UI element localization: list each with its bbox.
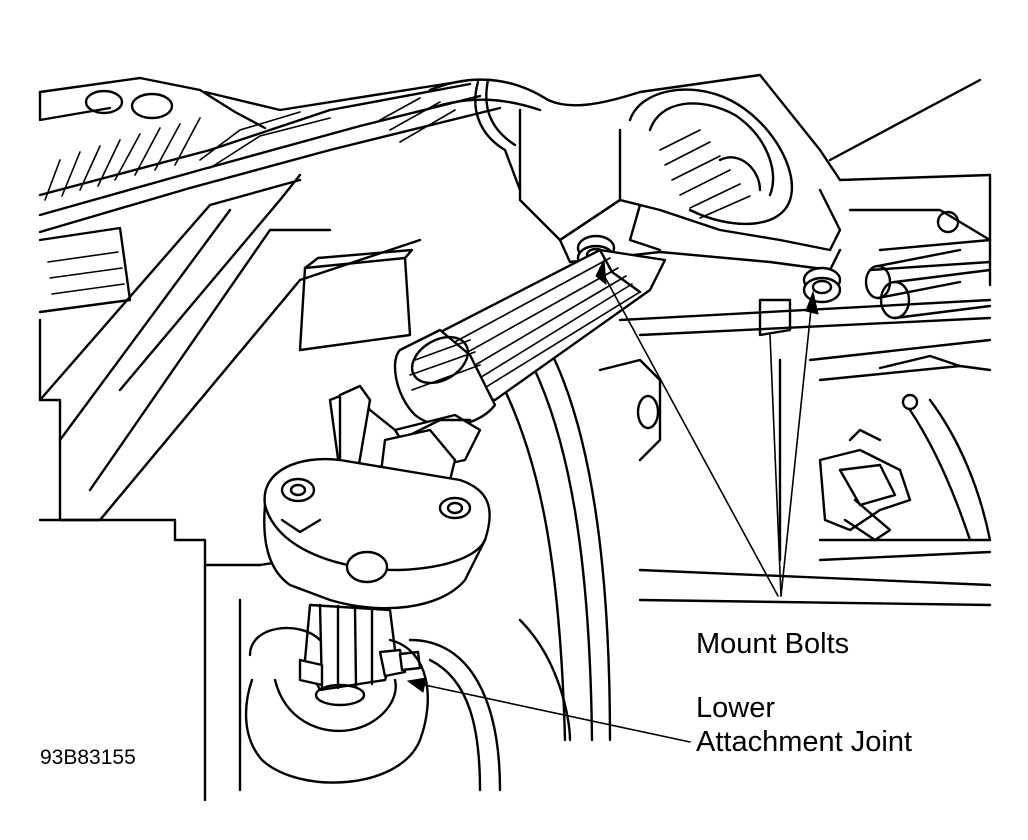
dashboard-structure (38, 76, 502, 802)
label-attachment-joint: Attachment Joint (696, 726, 912, 758)
lower-attachment-joint (244, 603, 429, 784)
wiring-harness (379, 78, 642, 192)
leader-lower-attachment-joint (406, 677, 691, 743)
label-mount-bolts: Mount Bolts (696, 628, 850, 660)
column-housing (518, 73, 992, 320)
intermediate-shaft (393, 248, 667, 472)
leader-mount-bolts (595, 258, 819, 597)
mount-bolt-right (802, 266, 842, 304)
flange-joint (263, 457, 491, 610)
figure-id: 93B83155 (40, 746, 136, 769)
label-lower: Lower (696, 692, 775, 724)
floor-structure (598, 298, 992, 607)
